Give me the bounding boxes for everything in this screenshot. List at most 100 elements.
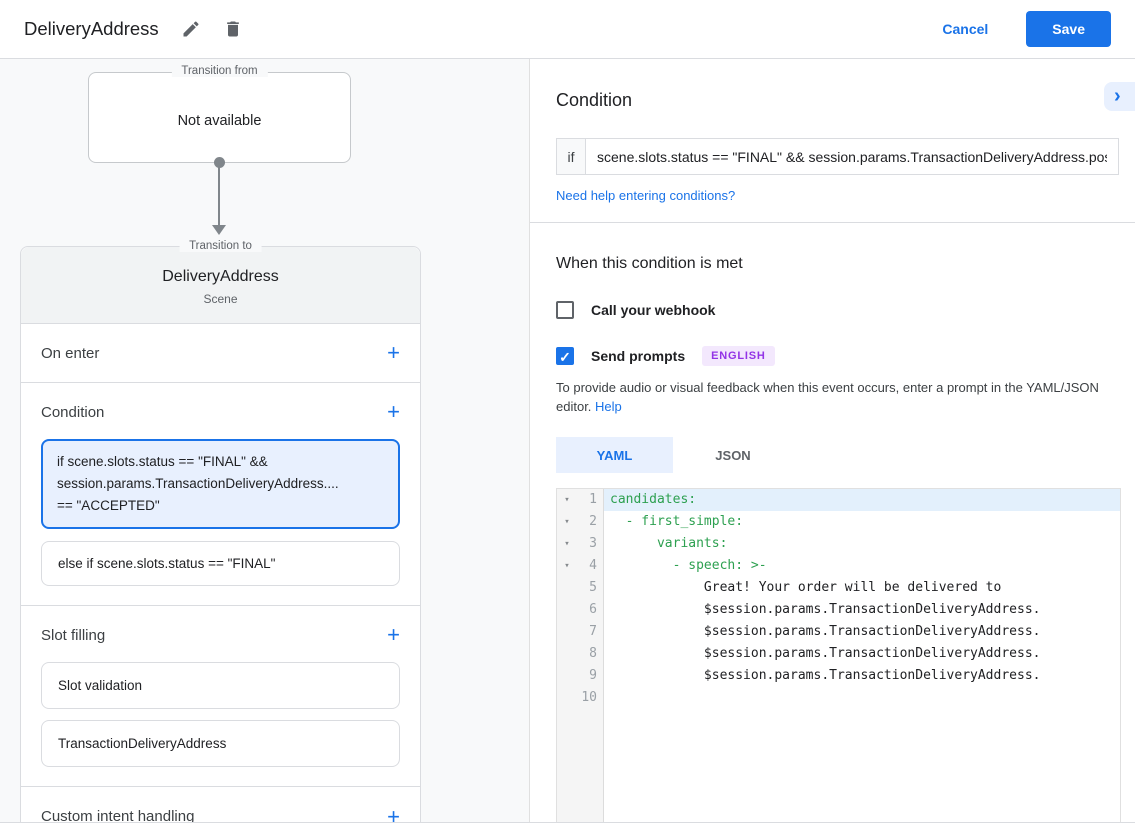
edit-icon[interactable]	[181, 19, 201, 39]
code-line[interactable]: - speech: >-	[610, 558, 767, 573]
condition-section: Condition + if scene.slots.status == "FI…	[21, 383, 420, 606]
line-number: 7	[577, 621, 604, 643]
editor-line: 7 $session.params.TransactionDeliveryAdd…	[557, 621, 1120, 643]
connector-dot	[214, 157, 225, 168]
editor-line: 9 $session.params.TransactionDeliveryAdd…	[557, 665, 1120, 687]
fold-toggle-icon[interactable]: ▾	[557, 489, 577, 511]
condition-card-selected[interactable]: if scene.slots.status == "FINAL" && sess…	[41, 439, 400, 529]
code-line[interactable]: $session.params.TransactionDeliveryAddre…	[610, 602, 1041, 617]
check-icon: ✓	[559, 349, 571, 365]
fold-toggle-icon[interactable]: ▾	[557, 555, 577, 577]
line-number: 6	[577, 599, 604, 621]
collapse-panel-button[interactable]: ›	[1104, 82, 1135, 111]
chevron-right-icon: ›	[1114, 85, 1121, 107]
code-line[interactable]: Great! Your order will be delivered to	[610, 580, 1002, 595]
line-number: 5	[577, 577, 604, 599]
line-number: 8	[577, 643, 604, 665]
hint-help-link[interactable]: Help	[595, 399, 622, 414]
scene-type-label: Scene	[203, 292, 238, 306]
fold-toggle-icon[interactable]: ▾	[557, 533, 577, 555]
yaml-code-editor[interactable]: ▾ 1 candidates: ▾ 2 - first_simple: ▾ 3 …	[556, 488, 1121, 822]
line-number: 2	[577, 511, 604, 533]
fold-gutter	[557, 599, 577, 621]
page-title: DeliveryAddress	[24, 18, 159, 39]
line-number-gutter	[577, 709, 604, 822]
editor-line: 10	[557, 687, 1120, 709]
connector-line	[218, 163, 220, 227]
condition-detail-pane: Condition › if Need help entering condit…	[530, 59, 1135, 822]
webhook-checkbox-row[interactable]: Call your webhook	[556, 301, 1135, 319]
scene-card-header[interactable]: DeliveryAddress Scene	[21, 247, 420, 324]
editor-line: 5 Great! Your order will be delivered to	[557, 577, 1120, 599]
header-bar: DeliveryAddress Cancel Save	[0, 0, 1135, 59]
code-line[interactable]: $session.params.TransactionDeliveryAddre…	[610, 624, 1041, 639]
slot-validation-card[interactable]: Slot validation	[41, 662, 400, 709]
code-area[interactable]	[604, 709, 1120, 822]
send-prompts-checkbox[interactable]: ✓	[556, 347, 574, 365]
editor-line: 8 $session.params.TransactionDeliveryAdd…	[557, 643, 1120, 665]
tab-yaml[interactable]: YAML	[556, 437, 673, 473]
fold-gutter	[557, 665, 577, 687]
prompt-hint-text: To provide audio or visual feedback when…	[556, 378, 1121, 416]
code-line[interactable]: candidates:	[604, 489, 1120, 511]
fold-toggle-icon[interactable]: ▾	[557, 511, 577, 533]
add-condition-icon[interactable]: +	[387, 399, 400, 424]
condition-help-link[interactable]: Need help entering conditions?	[556, 188, 736, 203]
editor-line: ▾ 4 - speech: >-	[557, 555, 1120, 577]
if-prefix-label: if	[556, 138, 585, 175]
tab-json[interactable]: JSON	[715, 447, 751, 463]
send-prompts-checkbox-row[interactable]: ✓ Send prompts ENGLISH	[556, 346, 1135, 366]
line-number: 10	[577, 687, 604, 709]
code-line[interactable]: $session.params.TransactionDeliveryAddre…	[610, 646, 1041, 661]
delete-icon[interactable]	[223, 19, 243, 39]
main-content: Transition from Not available Transition…	[0, 59, 1135, 822]
add-on-enter-icon[interactable]: +	[387, 340, 400, 365]
send-prompts-label: Send prompts	[591, 348, 686, 364]
on-enter-label: On enter	[41, 344, 100, 362]
code-line[interactable]: - first_simple:	[610, 514, 744, 529]
fold-gutter	[557, 687, 577, 709]
scene-flow-pane: Transition from Not available Transition…	[0, 59, 530, 822]
connector-arrowhead-icon	[212, 225, 226, 235]
editor-tabs: YAML JSON	[556, 437, 1135, 473]
save-button[interactable]: Save	[1026, 11, 1111, 47]
slot-filling-label: Slot filling	[41, 626, 106, 644]
code-line[interactable]	[604, 687, 1120, 709]
condition-card[interactable]: else if scene.slots.status == "FINAL"	[41, 541, 400, 586]
fold-gutter	[557, 577, 577, 599]
condition-expression-input[interactable]	[585, 138, 1119, 175]
editor-empty-area[interactable]	[557, 709, 1120, 822]
editor-line: ▾ 1 candidates:	[557, 489, 1120, 511]
condition-expression-row: if	[556, 138, 1119, 175]
transition-from-legend: Transition from	[171, 65, 268, 77]
transition-from-box: Transition from Not available	[88, 65, 351, 163]
add-slot-icon[interactable]: +	[387, 622, 400, 647]
custom-intent-row[interactable]: Custom intent handling +	[21, 787, 420, 822]
fold-gutter	[557, 621, 577, 643]
condition-heading: Condition	[556, 90, 633, 110]
add-custom-intent-icon[interactable]: +	[387, 803, 400, 822]
webhook-checkbox[interactable]	[556, 301, 574, 319]
line-number: 3	[577, 533, 604, 555]
fold-gutter	[557, 709, 577, 822]
on-enter-row[interactable]: On enter +	[21, 324, 420, 383]
scene-card: Transition to DeliveryAddress Scene On e…	[20, 240, 421, 822]
language-badge: ENGLISH	[702, 346, 775, 366]
condition-section-label: Condition	[41, 403, 105, 421]
when-condition-heading: When this condition is met	[556, 255, 743, 272]
prompt-hint-body: To provide audio or visual feedback when…	[556, 380, 1099, 414]
line-number: 1	[577, 489, 604, 511]
cancel-button[interactable]: Cancel	[942, 21, 989, 37]
line-number: 4	[577, 555, 604, 577]
custom-intent-label: Custom intent handling	[41, 808, 195, 822]
slot-filling-section: Slot filling + Slot validation Transacti…	[21, 606, 420, 787]
editor-line: ▾ 3 variants:	[557, 533, 1120, 555]
editor-line: 6 $session.params.TransactionDeliveryAdd…	[557, 599, 1120, 621]
line-number: 9	[577, 665, 604, 687]
code-line[interactable]: $session.params.TransactionDeliveryAddre…	[610, 668, 1041, 683]
webhook-label: Call your webhook	[591, 302, 716, 318]
code-line[interactable]: variants:	[610, 536, 728, 551]
transition-from-value: Not available	[177, 113, 262, 129]
slot-card[interactable]: TransactionDeliveryAddress	[41, 720, 400, 767]
